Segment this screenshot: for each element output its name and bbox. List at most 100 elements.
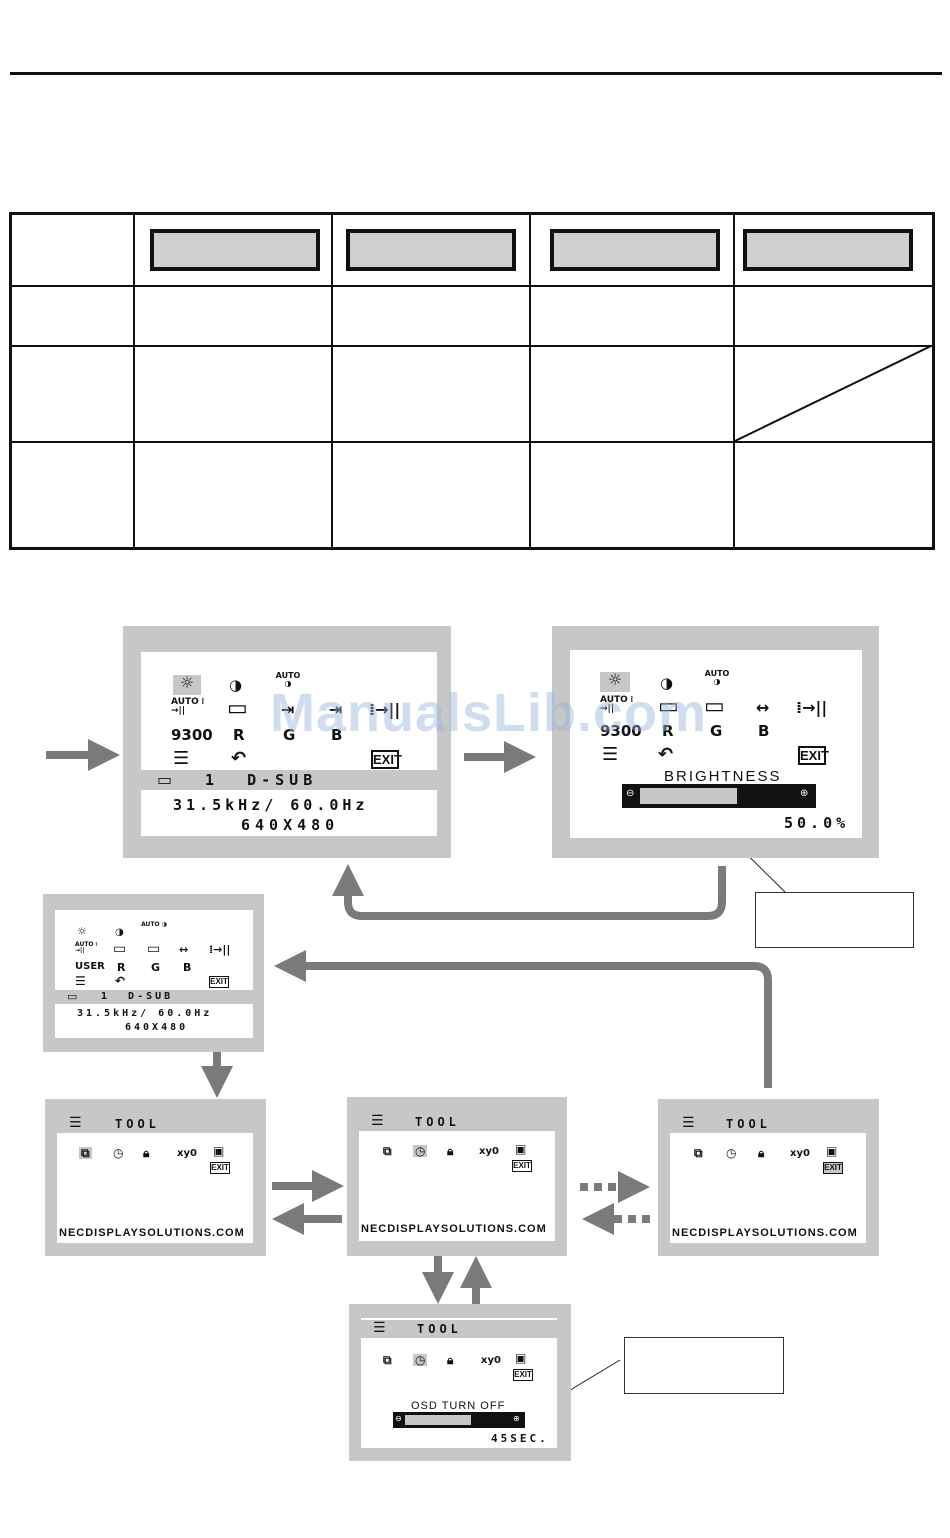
fine-icon: ⁞→|| xyxy=(796,698,828,717)
control-table xyxy=(9,212,935,550)
resolution-text: 640X480 xyxy=(125,1022,189,1033)
tool-header: ☰ TOOL xyxy=(670,1115,866,1133)
key-button-3 xyxy=(550,229,720,271)
red-label: R xyxy=(117,961,126,974)
fine-icon: ⁞→|| xyxy=(209,943,231,956)
tool-icon: ☰ xyxy=(602,744,619,765)
left-right-icon: ▭ xyxy=(227,696,248,721)
tool-title: TOOL xyxy=(415,1115,460,1129)
red-label: R xyxy=(662,722,674,740)
contrast-icon: ◑ xyxy=(115,927,124,938)
dsub-connector-icon: ▭ xyxy=(67,990,78,1003)
brightness-value: 50.0% xyxy=(784,814,850,832)
brightness-icon: ☼ xyxy=(77,925,87,938)
tool-screen-2: ☰ TOOL ⧉ ◷ 🔒︎ xy0 ▣ EXIT NECDISPLAYSOLUT… xyxy=(347,1097,567,1256)
resolution-text: 640X480 xyxy=(241,816,340,834)
osd-lock-icon: 🔒︎ xyxy=(758,1146,765,1160)
osd-panel: ☰ TOOL ⧉ ◷ 🔒︎ xy0 ▣ EXIT NECDISPLAYSOLUT… xyxy=(670,1115,866,1243)
expansion-icon: ⧉ xyxy=(383,1144,392,1158)
color-preset-label: 9300 xyxy=(600,722,642,740)
factory-preset-icon: ↶ xyxy=(115,974,126,988)
red-label: R xyxy=(233,726,245,744)
left-right-icon: ▭ xyxy=(113,941,127,957)
osd-panel: ☼ ◑ AUTO ◑ AUTO ⧙→|| ▭ ⇥ ⇥ ⁞→|| 9300 R G… xyxy=(141,652,437,836)
auto-adjust-icon: AUTO ◑ xyxy=(704,669,730,686)
osd-brightness-screen: ☼ ◑ AUTO ◑ AUTO ⧙→|| ▭ ▭ ↔ ⁞→|| 9300 R G… xyxy=(552,626,879,858)
top-rule xyxy=(10,72,942,75)
osd-main-screen: ☼ ◑ AUTO ◑ AUTO ⧙→|| ▭ ⇥ ⇥ ⁞→|| 9300 R G… xyxy=(123,626,451,858)
exit-icon: EXIT xyxy=(513,1369,533,1381)
brightness-icon: ☼ xyxy=(173,675,201,695)
brightness-slider-fill xyxy=(640,788,737,804)
exit-icon: EXIT xyxy=(371,750,402,769)
tool-header: ☰ TOOL xyxy=(361,1320,557,1338)
osd-turnoff-slider-fill xyxy=(405,1415,471,1425)
expansion-icon: ⧉ xyxy=(694,1146,703,1160)
osd-panel: ☰ TOOL ⧉ ◷ 🔒︎ xy0 ▣ EXIT OSD TURN OFF ⊖ … xyxy=(361,1318,557,1448)
osd-lock-icon: 🔒︎ xyxy=(143,1146,150,1160)
osd-panel: ☰ TOOL ⧉ ◷ 🔒︎ xy0 ▣ EXIT NECDISPLAYSOLUT… xyxy=(359,1113,555,1241)
table-row-divider xyxy=(12,345,932,347)
down-up-icon: ⇥ xyxy=(281,700,295,719)
green-label: G xyxy=(710,722,723,740)
tool-icon: ☰ xyxy=(75,974,86,988)
contrast-icon: ◑ xyxy=(660,674,674,692)
key-button-1 xyxy=(150,229,320,271)
h-size-icon: ↔ xyxy=(179,943,189,956)
watermark: ManualsLib.com xyxy=(270,683,708,743)
minus-icon: ⊖ xyxy=(395,1414,402,1423)
exit-icon: EXIT xyxy=(798,746,829,765)
tool-icon: ☰ xyxy=(173,748,190,769)
green-label: G xyxy=(283,726,296,744)
tool-icon: ☰ xyxy=(69,1115,82,1131)
plus-icon: ⊕ xyxy=(513,1414,520,1423)
tool-screen-3: ☰ TOOL ⧉ ◷ 🔒︎ xy0 ▣ EXIT NECDISPLAYSOLUT… xyxy=(658,1099,879,1256)
table-col-divider xyxy=(529,215,531,547)
frequency-text: 31.5kHz/ 60.0Hz xyxy=(173,796,369,814)
monitor-info-icon: ▣ xyxy=(826,1144,838,1158)
frequency-text: 31.5kHz/ 60.0Hz xyxy=(77,1008,213,1019)
osd-panel: ☼ ◑ AUTO ◑ AUTO ⧙→|| ▭ ▭ ↔ ⁞→|| 9300 R G… xyxy=(570,650,862,838)
auto-adjust-icon: AUTO ◑ xyxy=(275,671,301,688)
factory-preset-icon: ↶ xyxy=(231,748,247,769)
osd-lock-icon: 🔒︎ xyxy=(447,1144,454,1158)
table-col-divider xyxy=(733,215,735,547)
osd-turnoff-value: 45SEC. xyxy=(491,1432,549,1445)
tool-title: TOOL xyxy=(417,1322,462,1336)
auto-adjust-position-icon: AUTO ⧙→|| xyxy=(600,695,633,714)
blue-label: B xyxy=(183,961,192,974)
auto-adjust-icon: AUTO ◑ xyxy=(141,921,167,928)
osd-timer-icon: ◷ xyxy=(113,1146,124,1160)
url-text: NECDISPLAYSOLUTIONS.COM xyxy=(59,1227,245,1239)
input-bar: ▭ 1 D-SUB xyxy=(141,770,437,790)
osd-main-screen-small: ☼ ◑ AUTO ◑ AUTO ⧙→|| ▭ ▭ ↔ ⁞→|| USER R G… xyxy=(43,894,264,1052)
tool-header: ☰ TOOL xyxy=(57,1115,253,1133)
auto-adjust-position-icon: AUTO ⧙→|| xyxy=(75,941,97,954)
resolution-notifier-icon: xy0 xyxy=(790,1148,810,1159)
brightness-slider: ⊖ ⊕ xyxy=(622,784,816,808)
expansion-icon: ⧉ xyxy=(79,1146,92,1160)
osd-panel: ☰ TOOL ⧉ ◷ 🔒︎ xy0 ▣ EXIT NECDISPLAYSOLUT… xyxy=(57,1115,253,1243)
url-text: NECDISPLAYSOLUTIONS.COM xyxy=(361,1223,547,1235)
expansion-icon: ⧉ xyxy=(383,1353,392,1367)
key-button-2 xyxy=(346,229,516,271)
left-right-icon: ▭ xyxy=(658,694,679,719)
input-bar: ▭ 1 D-SUB xyxy=(55,990,253,1004)
blue-label: B xyxy=(758,722,770,740)
down-up-icon: ▭ xyxy=(704,694,725,719)
tool-icon: ☰ xyxy=(373,1320,386,1336)
brightness-icon: ☼ xyxy=(600,672,630,692)
color-preset-label: USER xyxy=(75,961,105,972)
tool-icon: ☰ xyxy=(371,1113,384,1129)
osd-turnoff-screen: ☰ TOOL ⧉ ◷ 🔒︎ xy0 ▣ EXIT OSD TURN OFF ⊖ … xyxy=(349,1304,571,1461)
exit-icon: EXIT xyxy=(209,976,229,988)
contrast-icon: ◑ xyxy=(229,676,243,694)
callout-box xyxy=(755,892,914,948)
tool-icon: ☰ xyxy=(682,1115,695,1131)
table-col-divider xyxy=(331,215,333,547)
url-text: NECDISPLAYSOLUTIONS.COM xyxy=(672,1227,858,1239)
blue-label: B xyxy=(331,726,343,744)
h-size-icon: ↔ xyxy=(756,698,770,717)
osd-panel: ☼ ◑ AUTO ◑ AUTO ⧙→|| ▭ ▭ ↔ ⁞→|| USER R G… xyxy=(55,910,253,1038)
monitor-info-icon: ▣ xyxy=(213,1144,225,1158)
